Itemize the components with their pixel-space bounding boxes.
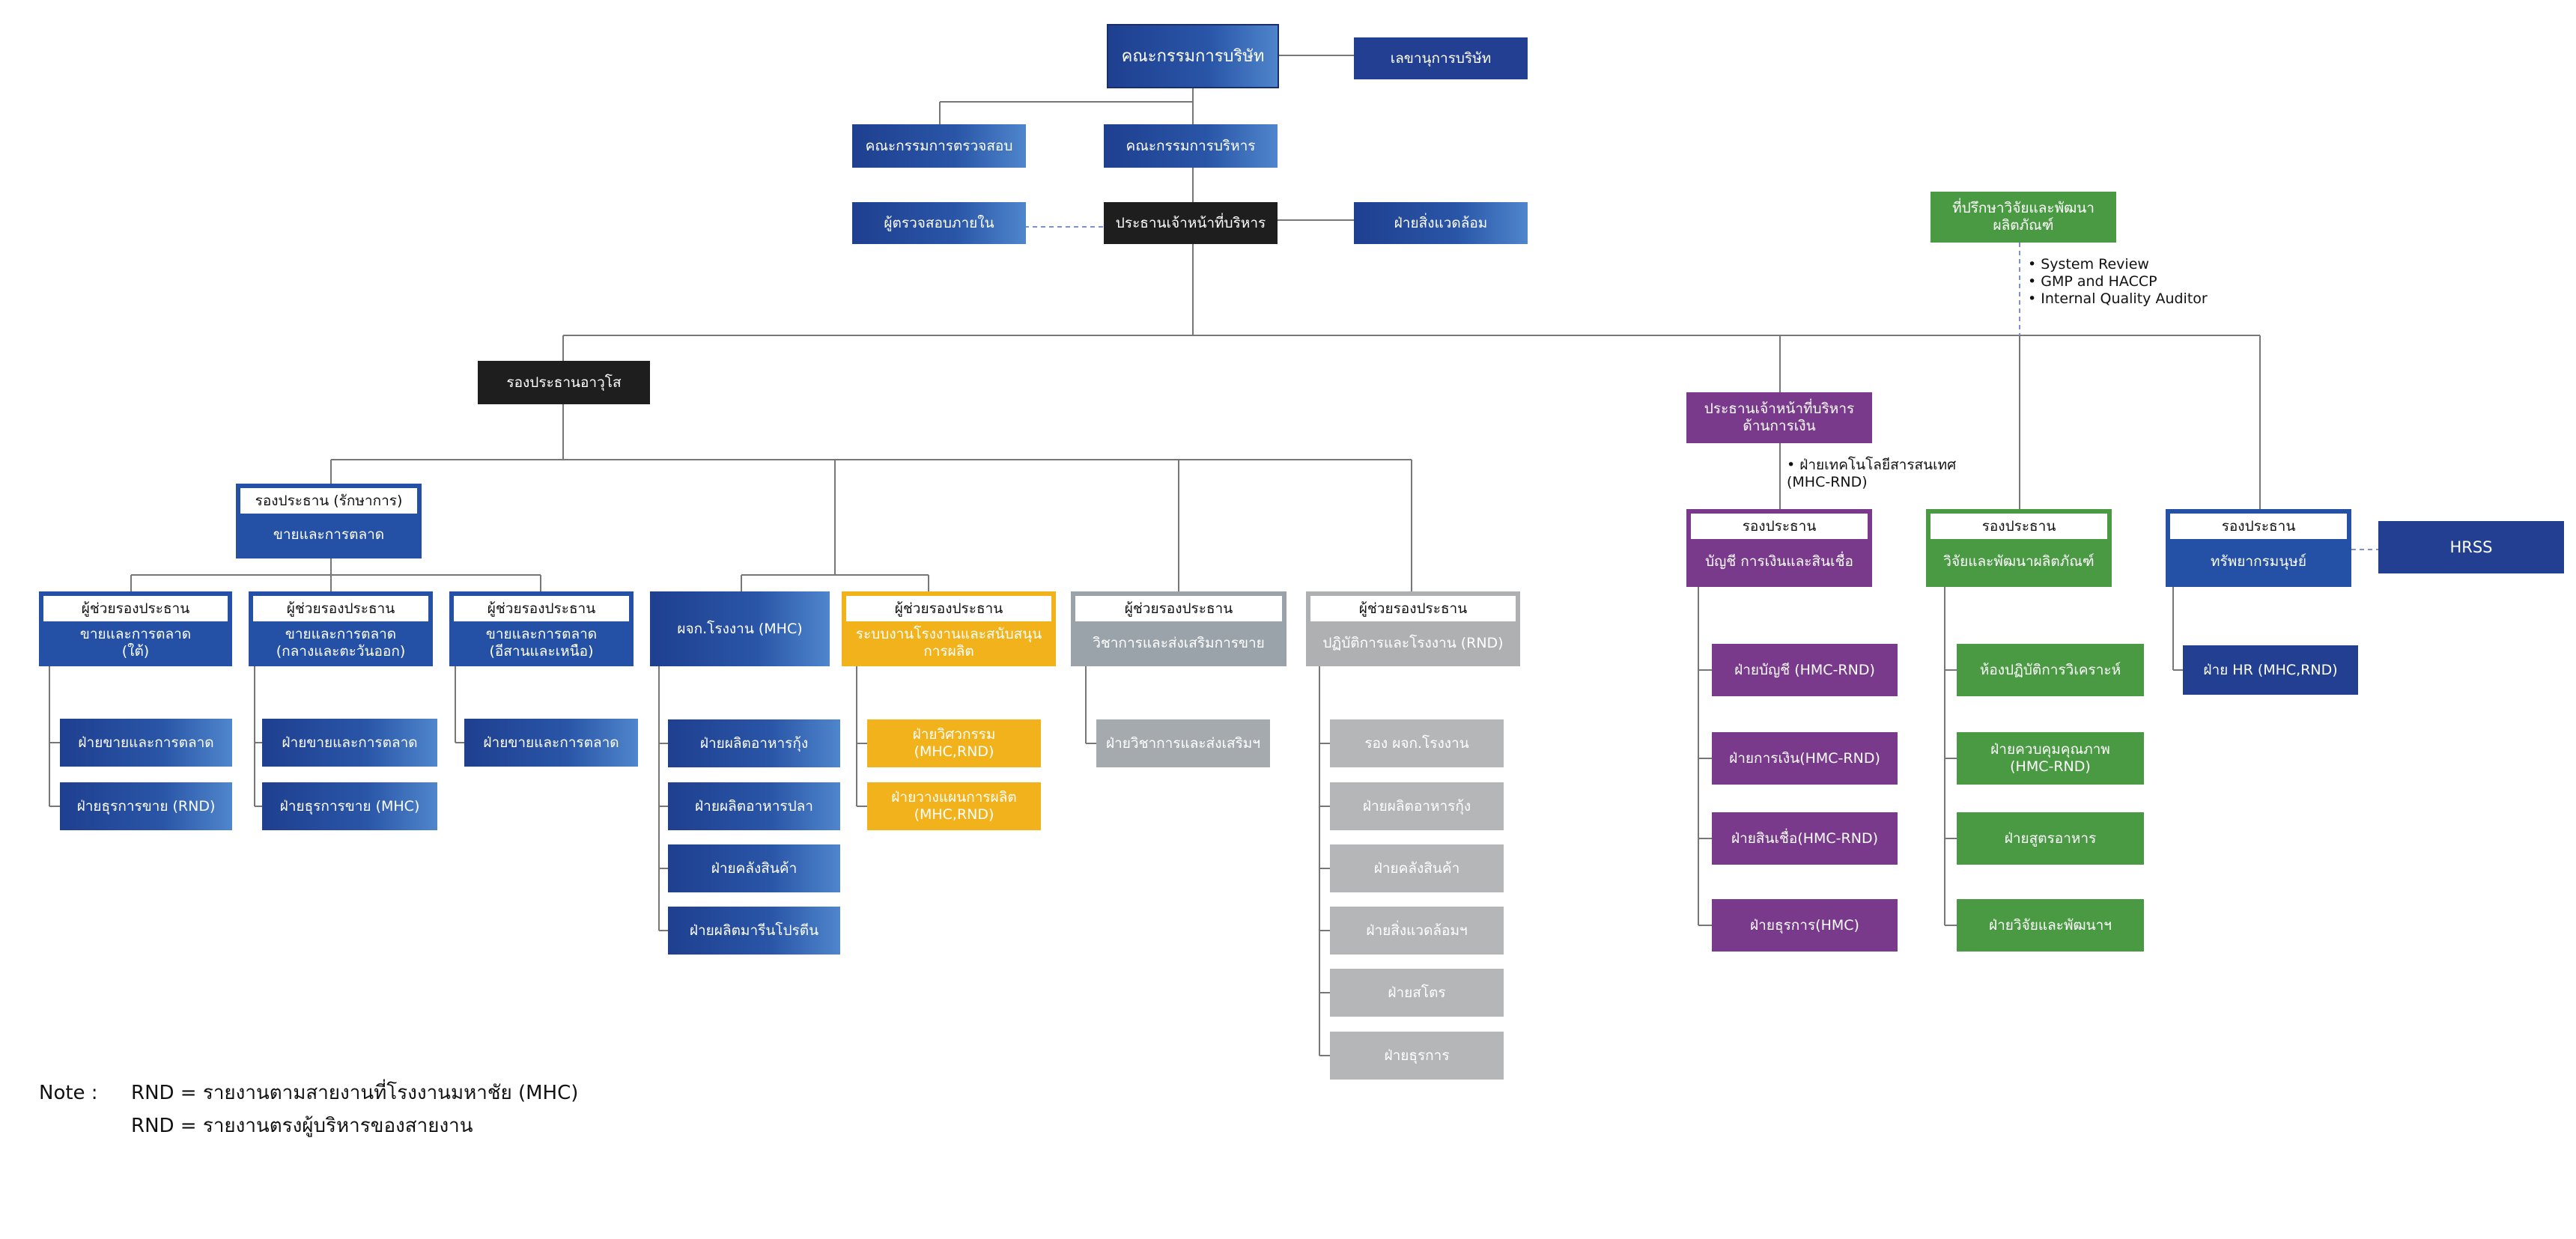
advisor-bullet-3: • Internal Quality Auditor (2028, 290, 2208, 307)
vp-sales-label: รองประธาน (รักษาการ) (240, 488, 417, 514)
vp-finance-box[interactable]: รองประธาน บัญชี การเงินและสินเชื่อ (1686, 509, 1872, 587)
finance-dept-3[interactable]: ฝ่ายสินเชื่อ(HMC-RND) (1712, 812, 1898, 865)
vp-label: รองประธาน (1691, 514, 1868, 539)
hr-dept-1[interactable]: ฝ่าย HR (MHC,RND) (2183, 645, 2358, 695)
vp-sub: บัญชี การเงินและสินเชื่อ (1705, 552, 1853, 570)
ops-dept-2[interactable]: ฝ่ายผลิตอาหารกุ้ง (1330, 782, 1504, 830)
central-dept-1[interactable]: ฝ่ายขายและการตลาด (262, 719, 437, 767)
advisor-bullet-1: • System Review (2028, 256, 2149, 273)
finance-dept-1[interactable]: ฝ่ายบัญชี (HMC-RND) (1712, 644, 1898, 696)
audit-committee-box[interactable]: คณะกรรมการตรวจสอบ (852, 124, 1026, 168)
finance-dept-4[interactable]: ฝ่ายธุรการ(HMC) (1712, 899, 1898, 952)
avp-label: ผู้ช่วยรองประธาน (253, 596, 428, 621)
company-secretary-box[interactable]: เลขานุการบริษัท (1354, 37, 1528, 79)
avp-sub: ปฏิบัติการและโรงงาน (RND) (1322, 634, 1504, 651)
south-dept-2[interactable]: ฝ่ายธุรการขาย (RND) (60, 782, 232, 830)
systems-dept-2[interactable]: ฝ่ายวางแผนการผลิต (MHC,RND) (867, 782, 1041, 830)
avp-sales-south-box[interactable]: ผู้ช่วยรองประธาน ขายและการตลาด (ใต้) (39, 591, 232, 666)
factory-dept-1[interactable]: ฝ่ายผลิตอาหารกุ้ง (668, 719, 840, 767)
avp-label: ผู้ช่วยรองประธาน (454, 596, 629, 621)
central-dept-2[interactable]: ฝ่ายธุรการขาย (MHC) (262, 782, 437, 830)
vp-label: รองประธาน (1931, 514, 2107, 539)
avp-label: ผู้ช่วยรองประธาน (1310, 596, 1516, 621)
vp-hr-box[interactable]: รองประธาน ทรัพยากรมนุษย์ (2166, 509, 2351, 587)
advisor-bullet-2: • GMP and HACCP (2028, 273, 2157, 290)
rd-dept-4[interactable]: ฝ่ายวิจัยและพัฒนาฯ (1957, 899, 2144, 952)
finance-dept-2[interactable]: ฝ่ายการเงิน(HMC-RND) (1712, 732, 1898, 785)
board-of-directors-box[interactable]: คณะกรรมการบริษัท (1107, 24, 1279, 88)
note-label: Note : (39, 1082, 98, 1104)
executive-committee-box[interactable]: คณะกรรมการบริหาร (1104, 124, 1278, 168)
senior-vp-box[interactable]: รองประธานอาวุโส (478, 361, 650, 404)
ops-dept-3[interactable]: ฝ่ายคลังสินค้า (1330, 844, 1504, 892)
hrss-box[interactable]: HRSS (2378, 521, 2564, 573)
rd-advisor-box[interactable]: ที่ปรึกษาวิจัยและพัฒนา ผลิตภัณฑ์ (1931, 192, 2116, 243)
note-line-1: RND = รายงานตามสายงานที่โรงงานมหาชัย (MH… (131, 1082, 579, 1104)
avp-sub: วิชาการและส่งเสริมการขาย (1093, 634, 1265, 651)
avp-sub: ขายและการตลาด (อีสานและเหนือ) (485, 626, 598, 660)
rd-dept-2[interactable]: ฝ่ายควบคุมคุณภาพ (HMC-RND) (1957, 732, 2144, 785)
systems-dept-1[interactable]: ฝ่ายวิศวกรรม (MHC,RND) (867, 719, 1041, 767)
rd-dept-1[interactable]: ห้องปฏิบัติการวิเคราะห์ (1957, 644, 2144, 696)
south-dept-1[interactable]: ฝ่ายขายและการตลาด (60, 719, 232, 767)
avp-label: ผู้ช่วยรองประธาน (1075, 596, 1282, 621)
avp-sub: ขายและการตลาด (กลางและตะวันออก) (276, 626, 406, 660)
avp-factory-systems-box[interactable]: ผู้ช่วยรองประธาน ระบบงานโรงงานและสนับสนุ… (842, 591, 1056, 666)
vp-sub: วิจัยและพัฒนาผลิตภัณฑ์ (1943, 552, 2094, 570)
tech-dept-1[interactable]: ฝ่ายวิชาการและส่งเสริมฯ (1096, 719, 1270, 767)
ops-dept-4[interactable]: ฝ่ายสิ่งแวดล้อมฯ (1330, 907, 1504, 955)
vp-label: รองประธาน (2170, 514, 2347, 539)
vp-sales-sub: ขายและการตลาด (273, 526, 385, 543)
rd-dept-3[interactable]: ฝ่ายสูตรอาหาร (1957, 812, 2144, 865)
cfo-box[interactable]: ประธานเจ้าหน้าที่บริหาร ด้านการเงิน (1686, 392, 1872, 443)
environment-department-box[interactable]: ฝ่ายสิ่งแวดล้อม (1354, 202, 1528, 244)
ops-dept-1[interactable]: รอง ผจก.โรงงาน (1330, 719, 1504, 767)
factory-dept-4[interactable]: ฝ่ายผลิตมารีนโปรตีน (668, 907, 840, 955)
avp-label: ผู้ช่วยรองประธาน (846, 596, 1051, 621)
note-line-2: RND = รายงานตรงผู้บริหารของสายงาน (131, 1115, 473, 1137)
ops-dept-5[interactable]: ฝ่ายสโตร (1330, 969, 1504, 1017)
avp-label: ผู้ช่วยรองประธาน (43, 596, 228, 621)
factory-manager-box[interactable]: ผจก.โรงงาน (MHC) (650, 591, 830, 666)
vp-sub: ทรัพยากรมนุษย์ (2211, 552, 2306, 570)
avp-sales-central-box[interactable]: ผู้ช่วยรองประธาน ขายและการตลาด (กลางและต… (249, 591, 433, 666)
vp-sales-box[interactable]: รองประธาน (รักษาการ) ขายและการตลาด (236, 484, 422, 558)
internal-auditor-box[interactable]: ผู้ตรวจสอบภายใน (852, 202, 1026, 244)
avp-technical-box[interactable]: ผู้ช่วยรองประธาน วิชาการและส่งเสริมการขา… (1071, 591, 1287, 666)
ceo-box[interactable]: ประธานเจ้าหน้าที่บริหาร (1104, 202, 1278, 244)
factory-dept-2[interactable]: ฝ่ายผลิตอาหารปลา (668, 782, 840, 830)
factory-dept-3[interactable]: ฝ่ายคลังสินค้า (668, 844, 840, 892)
cfo-it-note: • ฝ่ายเทคโนโลยีสารสนเทศ (MHC-RND) (1787, 457, 1957, 490)
vp-rd-box[interactable]: รองประธาน วิจัยและพัฒนาผลิตภัณฑ์ (1926, 509, 2112, 587)
northeast-dept-1[interactable]: ฝ่ายขายและการตลาด (464, 719, 638, 767)
ops-dept-6[interactable]: ฝ่ายธุรการ (1330, 1032, 1504, 1080)
avp-operations-box[interactable]: ผู้ช่วยรองประธาน ปฏิบัติการและโรงงาน (RN… (1306, 591, 1520, 666)
avp-sub: ขายและการตลาด (ใต้) (79, 626, 192, 660)
avp-sales-northeast-box[interactable]: ผู้ช่วยรองประธาน ขายและการตลาด (อีสานและ… (449, 591, 634, 666)
avp-sub: ระบบงานโรงงานและสนับสนุน การผลิต (855, 626, 1042, 660)
